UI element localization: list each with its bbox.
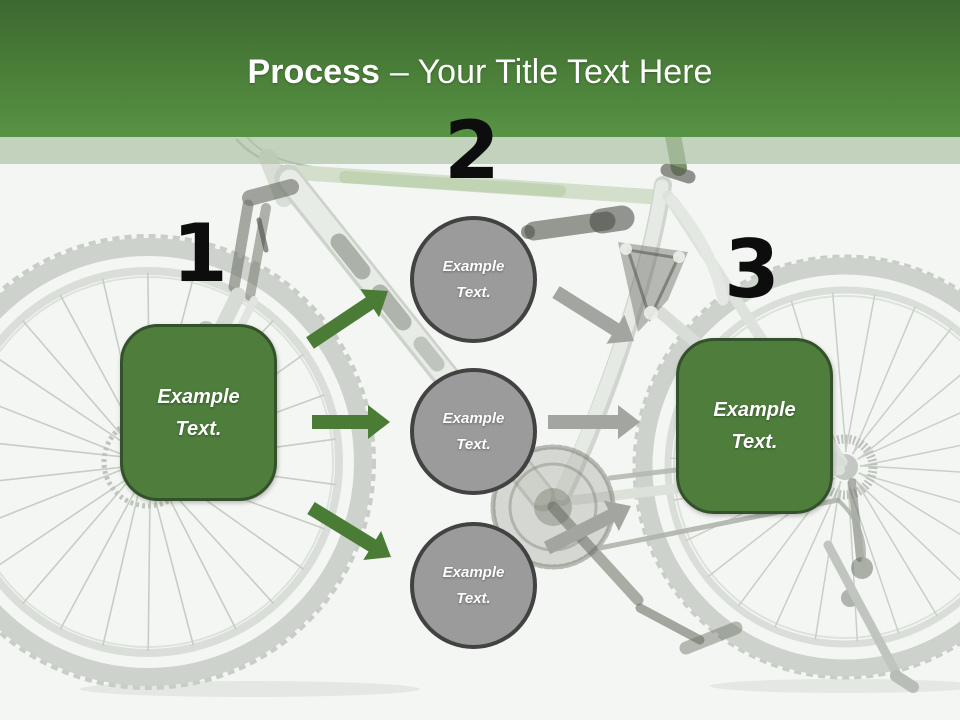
step3-text-box[interactable]: Example Text. <box>676 338 833 514</box>
pedal <box>679 621 743 655</box>
step2-circle-top[interactable]: Example Text. <box>410 216 537 343</box>
header-accent-band <box>0 137 960 164</box>
step-number-3[interactable]: 3 <box>724 223 780 316</box>
box-text-line: Text. <box>731 431 778 453</box>
circle-text-line: Text. <box>456 435 491 453</box>
circle-text-line: Example <box>442 410 505 427</box>
box-text-line: Example <box>157 385 240 408</box>
wheel-shadow <box>710 679 960 693</box>
circle-text-line: Example <box>442 258 505 275</box>
kickstand <box>823 540 905 685</box>
box-text-line: Text. <box>175 417 222 440</box>
step2-circle-middle[interactable]: Example Text. <box>410 368 537 495</box>
circle-text-line: Text. <box>456 283 491 301</box>
title-bold-text: Process <box>247 53 380 91</box>
slide-header: Process– Your Title Text Here <box>0 0 960 137</box>
step2-circle-bottom[interactable]: Example Text. <box>410 522 537 649</box>
box-text-line: Example <box>713 399 796 421</box>
step-number-2[interactable]: 2 <box>444 104 500 197</box>
slide-title[interactable]: Process– Your Title Text Here <box>0 50 960 94</box>
step1-text-box[interactable]: Example Text. <box>120 324 277 501</box>
title-rest-text: – Your Title Text Here <box>389 53 713 91</box>
circle-text-line: Text. <box>456 589 491 607</box>
step-number-1[interactable]: 1 <box>172 207 228 300</box>
cassette <box>812 434 878 500</box>
circle-text-line: Example <box>442 564 505 581</box>
